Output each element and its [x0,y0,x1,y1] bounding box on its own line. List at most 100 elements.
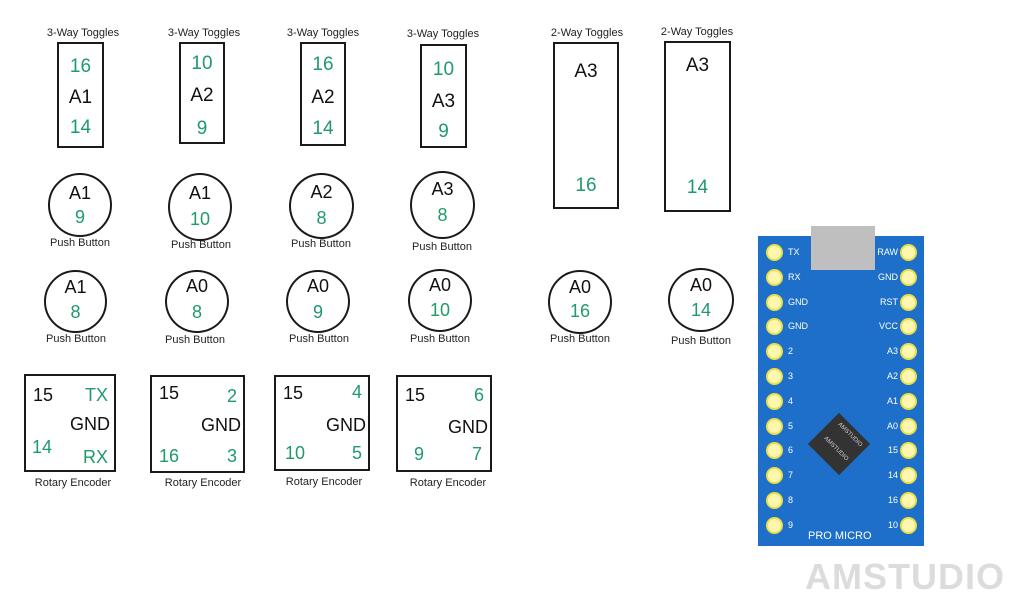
enc-mid: GND [326,415,366,435]
toggle3-title-2: 3-Way Toggles [167,27,241,39]
push-button-5: A1 8 [44,270,107,333]
toggle3-mid: A2 [190,85,214,106]
pin-right [900,268,917,286]
push-button-7: A0 9 [286,270,350,333]
pin-left [766,318,783,336]
push-button-label-3: Push Button [291,238,351,250]
toggle3-top: 16 [312,54,334,75]
enc-mid: GND [201,415,241,435]
push-button-9: A0 16 [548,270,612,334]
pin-label-right: 10 [887,519,898,530]
rotary-encoder-2: 15 2 GND 16 3 [150,375,245,473]
rotary-encoder-label-2: Rotary Encoder [164,477,242,489]
button-top: A1 [188,183,212,203]
push-button-2: A1 10 [168,173,232,241]
enc-tr: TX [84,385,108,405]
pin-label-right: 16 [887,495,898,505]
rotary-encoder-1: 15 TX GND 14 RX [24,374,116,472]
enc-br: 7 [471,444,482,464]
enc-tr: 2 [226,386,237,406]
toggle2-1: A3 16 [553,42,619,209]
pin-label-right: A1 [886,395,898,406]
rotary-encoder-4: 15 6 GND 9 7 [396,375,492,472]
enc-br: 3 [226,446,237,466]
pin-label-left: 3 [788,371,794,381]
enc-bl: 14 [32,437,53,457]
pin-left [766,442,783,460]
enc-mid: GND [70,414,110,434]
enc-bl: 10 [285,443,306,463]
rotary-encoder-label-4: Rotary Encoder [409,477,487,489]
toggle3-top: 16 [69,56,92,77]
button-top: A1 [64,277,87,297]
enc-bl: 9 [414,444,425,464]
pin-left [766,268,783,286]
pin-right [900,293,917,311]
pin-label-right: RAW [877,247,898,257]
pin-right [900,392,917,410]
button-bot: 14 [690,300,712,320]
pin-left [766,343,783,361]
toggle3-bot: 14 [312,118,334,139]
rotary-encoder-label-3: Rotary Encoder [285,476,363,488]
button-bot: 8 [191,302,202,322]
enc-tr: 6 [473,385,484,405]
push-button-10: A0 14 [668,268,734,332]
push-button-label-5: Push Button [46,333,106,345]
enc-br: RX [82,447,108,467]
toggle2-bot: 16 [575,175,597,196]
pin-label-left: 8 [788,495,794,505]
push-button-label-6: Push Button [165,334,225,346]
button-top: A2 [310,182,333,202]
toggle3-bot: 9 [438,121,449,142]
toggle3-1: 16 A1 14 [57,42,104,148]
push-button-1: A1 9 [48,173,112,237]
push-button-3: A2 8 [289,173,354,239]
pin-right [900,417,917,435]
button-bot: 8 [70,302,81,322]
pin-label-right: A0 [886,420,898,431]
rotary-encoder-label-1: Rotary Encoder [34,477,112,489]
button-top: A0 [306,276,330,296]
toggle3-top: 10 [191,53,213,74]
pro-micro-board [758,236,924,546]
button-top: A0 [185,276,209,296]
usb-connector [811,226,875,270]
pin-left [766,392,783,410]
toggle3-bot: 14 [69,117,92,138]
push-button-8: A0 10 [408,269,472,332]
enc-tl: 15 [283,383,304,403]
pin-label-left: GND [788,296,808,307]
push-button-6: A0 8 [165,270,229,333]
pin-label-right: A2 [886,371,898,381]
pin-label-left: 9 [788,519,794,530]
pin-left [766,467,783,485]
button-top: A0 [428,275,452,295]
pin-left [766,293,783,311]
board-name: PRO MICRO [808,530,872,542]
button-top: A0 [689,275,713,295]
pin-left [766,417,783,435]
button-bot: 8 [437,205,448,225]
toggle3-bot: 9 [196,118,208,139]
enc-mid: GND [448,417,488,437]
toggle2-top: A3 [685,55,710,76]
pin-label-left: 2 [788,346,794,357]
enc-tl: 15 [159,383,180,403]
toggle3-title-1: 3-Way Toggles [46,27,120,39]
pin-label-left: 6 [788,445,794,456]
button-bot: 9 [74,207,85,227]
toggle2-bot: 14 [686,177,709,198]
push-button-label-8: Push Button [410,333,470,345]
toggle3-4: 10 A3 9 [420,44,467,148]
push-button-label-7: Push Button [289,333,349,345]
toggle3-top: 10 [432,59,455,80]
pin-label-left: 5 [788,420,794,431]
push-button-label-4: Push Button [412,241,472,253]
push-button-label-9: Push Button [550,333,610,345]
pin-right [900,467,917,485]
toggle2-2: A3 14 [664,41,731,212]
toggle3-2: 10 A2 9 [179,42,225,144]
pin-left [766,492,783,509]
toggle2-top: A3 [574,61,598,82]
